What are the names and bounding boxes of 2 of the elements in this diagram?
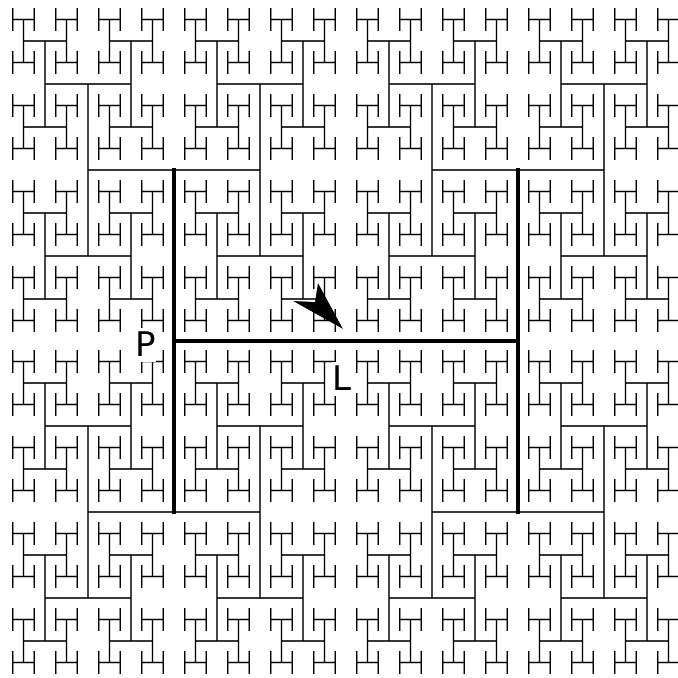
point-label: P: [135, 328, 156, 362]
point-label: L: [332, 362, 351, 396]
